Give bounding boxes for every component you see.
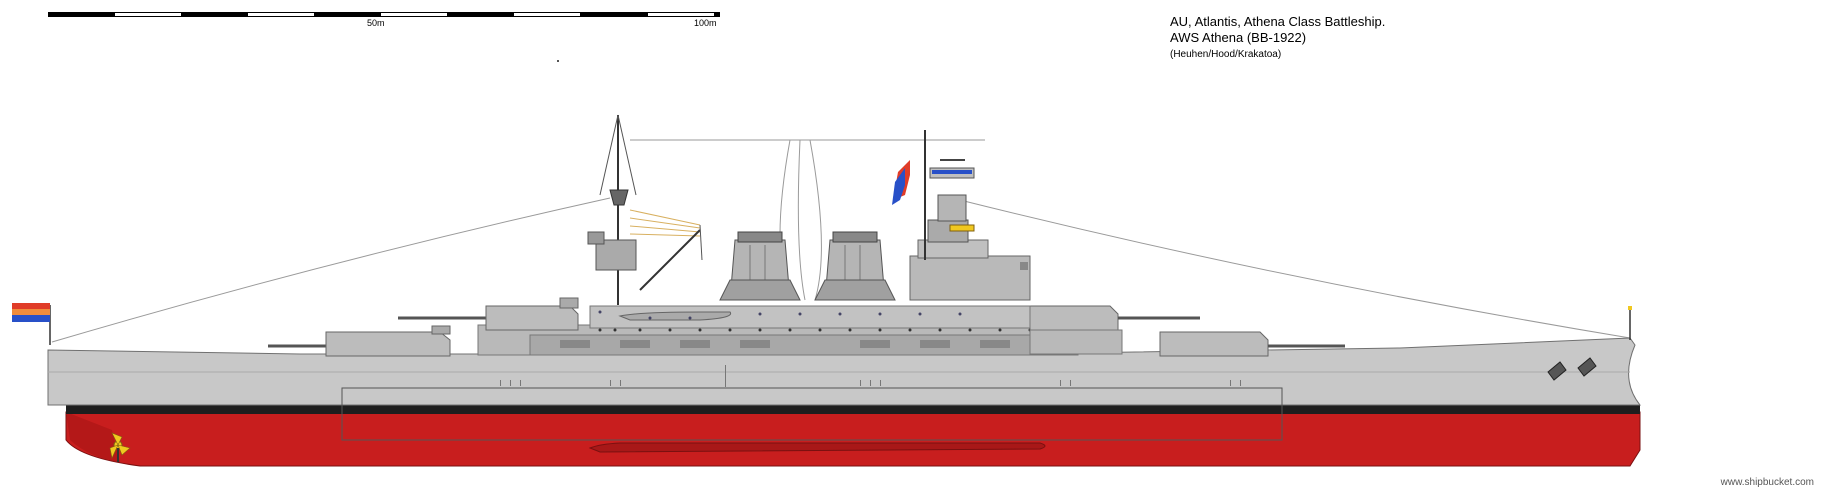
bilge-keel [588,442,1046,453]
stern-flag-icon [12,303,51,345]
ship-name-title: AWS Athena (BB-1922) [1170,30,1307,45]
scale-label-50m: 50m [367,18,385,28]
fwd-turret-upper [1029,305,1200,355]
aft-mast [587,114,637,305]
funnel-aft [719,231,801,301]
propeller-icon [66,412,131,462]
aft-turret-upper [398,297,579,331]
boot-topping [66,405,1640,414]
scale-bar [48,12,720,17]
funnel-fore [814,231,896,301]
casemate-guns [560,340,1010,348]
mast-flag-icon [892,160,910,205]
ship-class-title: AU, Atlantis, Athena Class Battleship. [1170,14,1386,29]
armor-belt [341,387,1283,441]
watermark: www.shipbucket.com [1720,477,1814,488]
credits: (Heuhen/Hood/Krakatoa) [1170,49,1282,60]
aft-turret-lower [268,325,451,357]
title-block: AU, Atlantis, Athena Class Battleship. A… [1170,14,1385,62]
fwd-turret-lower [1159,331,1345,357]
anchor-icon [1547,357,1597,381]
forward-bridge [909,130,1031,301]
hull-underwater-red [65,411,1641,467]
crane [629,209,703,291]
scale-label-100m: 100m [694,18,717,28]
